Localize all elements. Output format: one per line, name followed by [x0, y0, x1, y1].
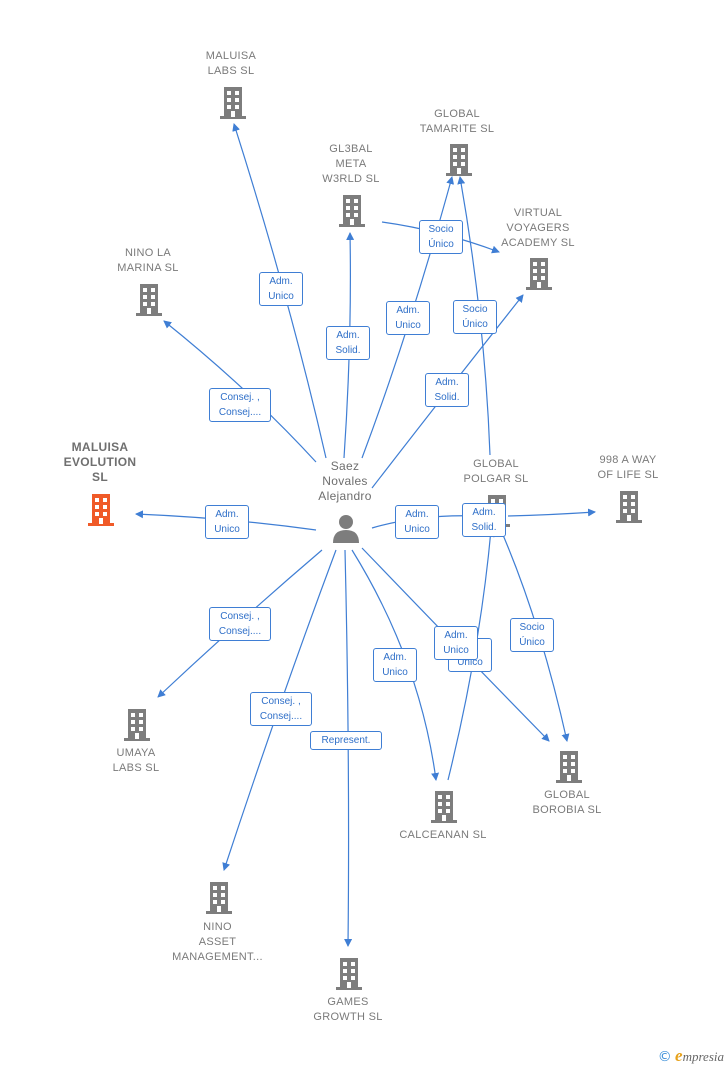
building-icon [616, 491, 642, 523]
building-icon [88, 494, 114, 526]
edge-polgar-998 [507, 508, 596, 517]
relation-label[interactable]: Consej. , Consej.... [209, 388, 271, 422]
relation-label[interactable]: Adm. Unico [259, 272, 303, 306]
relation-label[interactable]: Adm. Unico [205, 505, 249, 539]
relation-label[interactable]: Adm. Solid. [425, 373, 469, 407]
footer-brand: © empresia [658, 1046, 724, 1066]
person-icon[interactable] [331, 512, 361, 544]
brand-initial: e [675, 1046, 683, 1065]
relation-label[interactable]: Consej. , Consej.... [250, 692, 312, 726]
relation-label[interactable]: Socio Único [510, 618, 554, 652]
building-icon [339, 195, 365, 227]
relation-label[interactable]: Represent. [310, 731, 382, 750]
company-name: MALUISA LABS SL [205, 50, 257, 77]
company-name: 998 A WAY OF LIFE SL [597, 454, 659, 481]
relation-label[interactable]: Socio Único [453, 300, 497, 334]
building-icon [556, 751, 582, 783]
building-icon [446, 144, 472, 176]
company-name: GLOBAL POLGAR SL [463, 458, 529, 485]
company-name: NINO ASSET MANAGEMENT... [172, 921, 263, 963]
building-icon [220, 87, 246, 119]
company-name: GAMES GROWTH SL [313, 996, 383, 1023]
copyright-symbol: © [657, 1049, 672, 1065]
brand-logo[interactable]: empresia [675, 1046, 724, 1065]
brand-rest: mpresia [682, 1049, 724, 1064]
edge-games-growth [344, 549, 353, 947]
building-icon [124, 709, 150, 741]
company-name: UMAYA LABS SL [112, 747, 160, 774]
company-name: GL3BAL META W3RLD SL [322, 143, 380, 185]
relation-label[interactable]: Adm. Unico [434, 626, 478, 660]
company-name: NINO LA MARINA SL [117, 247, 179, 274]
relation-label[interactable]: Adm. Unico [395, 505, 439, 539]
building-icon [431, 791, 457, 823]
building-icon [336, 958, 362, 990]
company-name: GLOBAL TAMARITE SL [419, 108, 495, 135]
building-icon [206, 882, 232, 914]
relation-label[interactable]: Adm. Unico [386, 301, 430, 335]
relation-label[interactable]: Adm. Unico [373, 648, 417, 682]
relation-label[interactable]: Adm. Solid. [462, 503, 506, 537]
relation-label[interactable]: Consej. , Consej.... [209, 607, 271, 641]
company-name: VIRTUAL VOYAGERS ACADEMY SL [501, 207, 575, 249]
building-icon [526, 258, 552, 290]
building-icon [136, 284, 162, 316]
relation-label[interactable]: Adm. Solid. [326, 326, 370, 360]
company-name: GLOBAL BOROBIA SL [532, 789, 602, 816]
company-name: CALCEANAN SL [399, 829, 487, 841]
person-name: Saez Novales Alejandro [318, 459, 372, 503]
relation-label[interactable]: Socio Único [419, 220, 463, 254]
company-name: MALUISA EVOLUTION SL [63, 440, 137, 484]
